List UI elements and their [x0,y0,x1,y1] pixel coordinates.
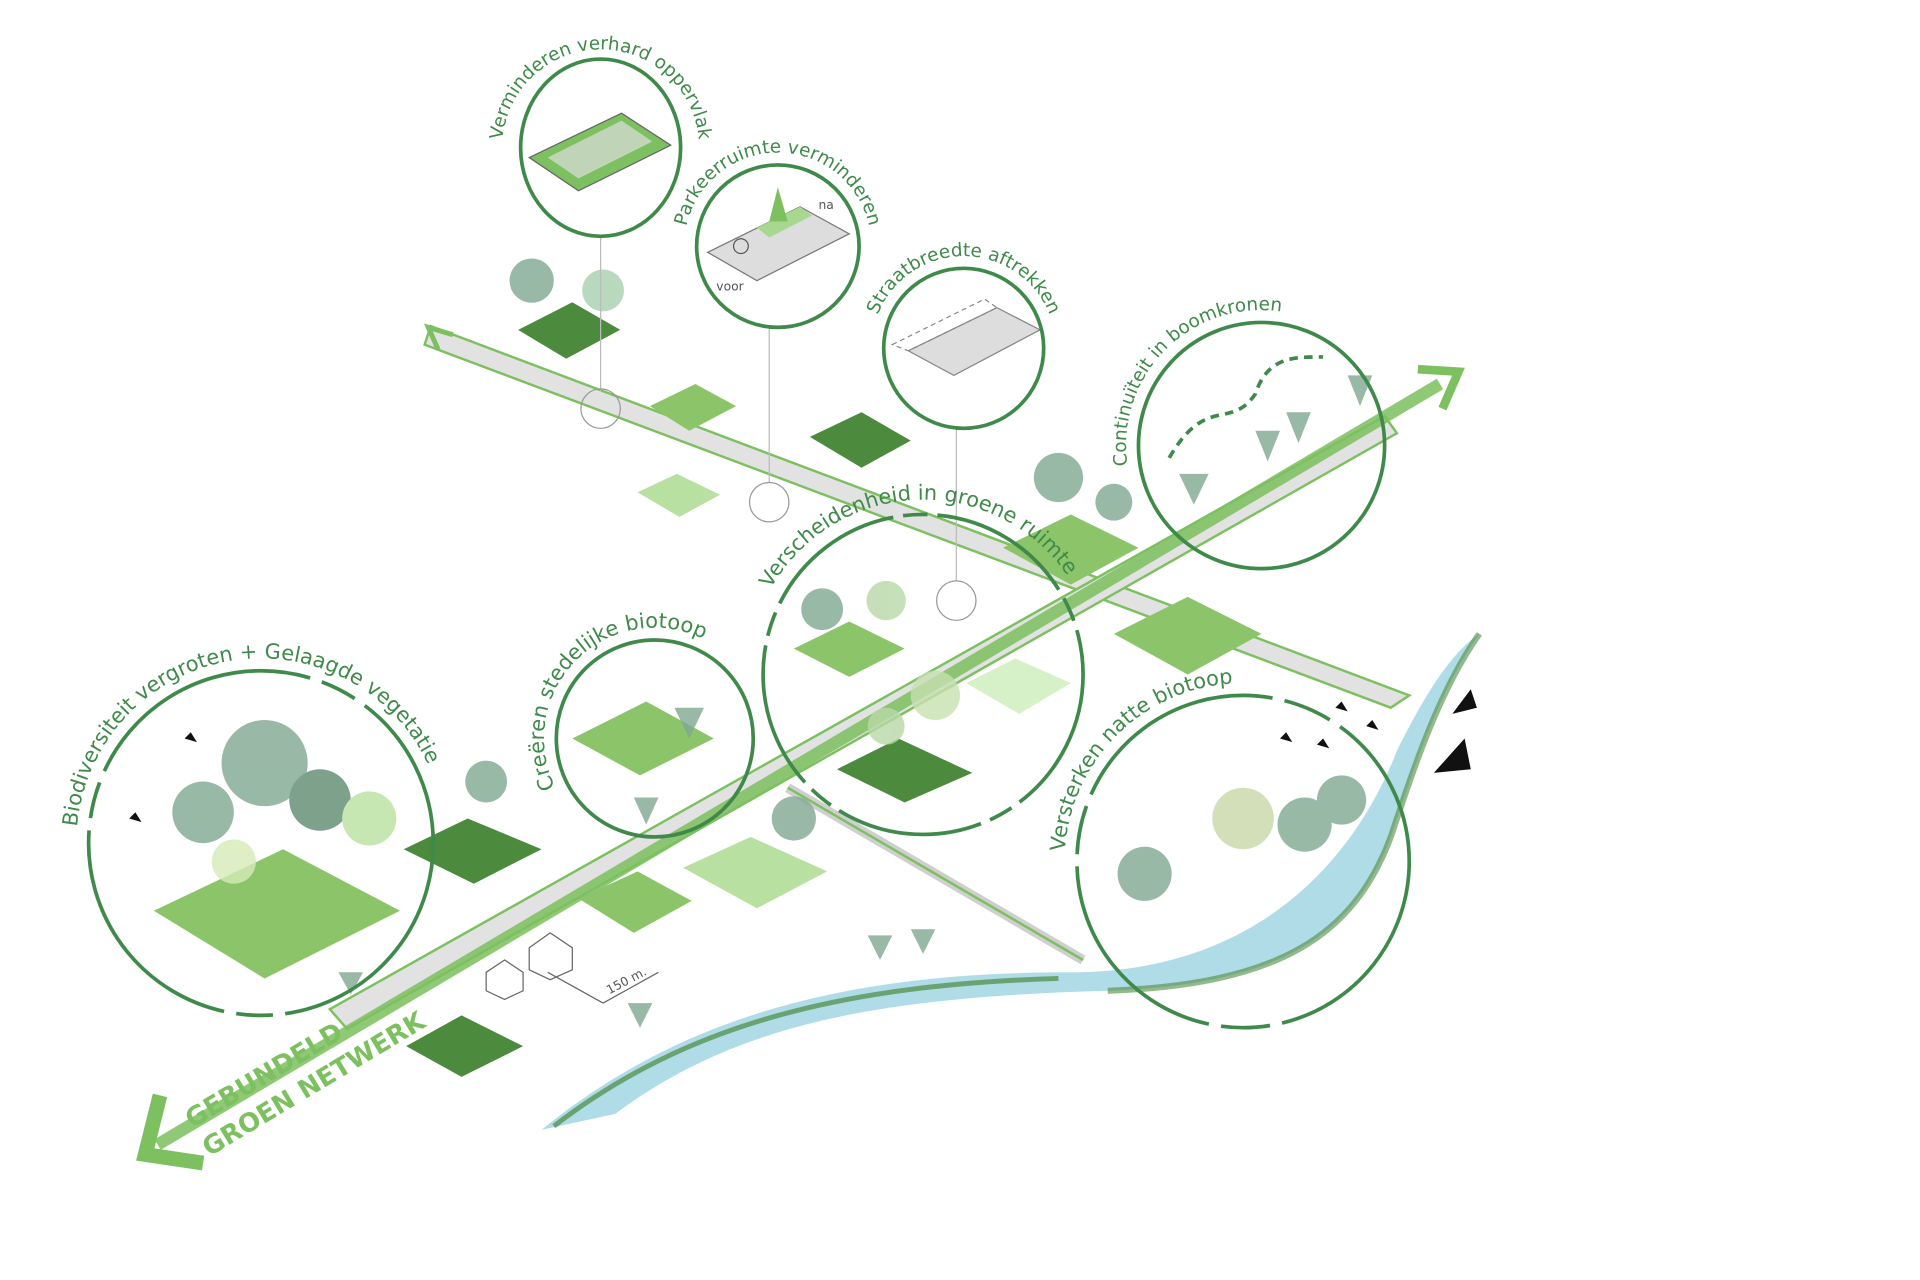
label-boomkronen: Continuïteit in boomkronen [1110,294,1283,467]
circle-parkeer [694,163,861,330]
circle-boomkronen [1136,320,1387,571]
river [541,632,1482,1130]
parking-icon: na voor [706,187,851,293]
label-na: na [818,198,833,212]
label-straat: Straatbreedte aftrekken [863,240,1064,317]
label-stedelijk: Creëren stedelijke biotoop [525,609,711,795]
birds [129,689,1477,823]
circle-verhard [518,57,683,239]
label-voor: voor [716,279,744,293]
theme-circles [86,57,1412,1030]
label-verscheidenheid: Verscheidenheid in groene ruimte [754,481,1082,592]
green-tiles [153,300,1262,1077]
label-nat: Versterken natte biotoop [1046,664,1234,852]
permeable-paving-icon [527,112,673,192]
circle-nat [1075,693,1412,1030]
circle-verscheidenheid [761,512,1085,837]
trees [172,258,1373,1028]
street-width-icon [890,298,1042,377]
circle-biodiversiteit [86,668,436,1018]
circle-stedelijk [554,638,756,839]
canopy-continuity-arrow [1167,355,1324,459]
callout-lines [580,236,977,621]
houses [485,932,659,1004]
circle-straat [881,266,1046,431]
